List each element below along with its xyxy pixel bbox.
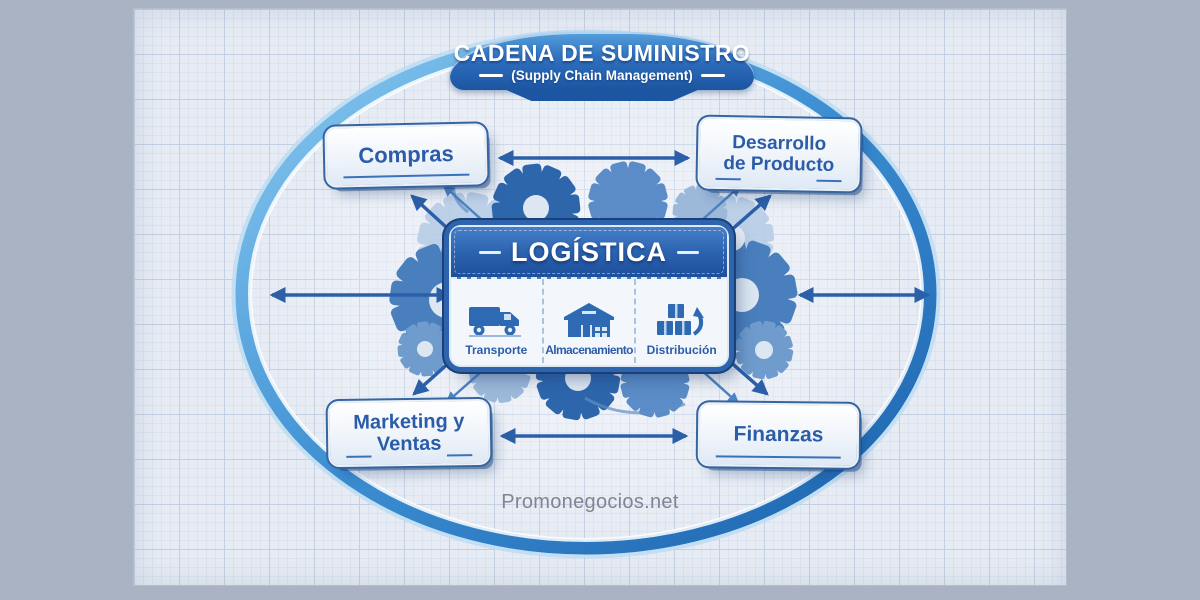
header-dash-left <box>479 250 501 254</box>
node-finanzas-label: Finanzas <box>733 422 824 447</box>
relationship-arrows <box>269 149 931 445</box>
node-marketing-label-line1: Marketing y <box>353 409 465 434</box>
diagram-title-banner: CADENA DE SUMINISTRO (Supply Chain Manag… <box>450 32 754 90</box>
logistics-title: LOGÍSTICA <box>511 236 667 267</box>
logistics-panel: LOGÍSTICA Transporte <box>451 227 727 365</box>
logistics-col-almacenamiento: Almacenamiento <box>541 279 635 363</box>
node-underline <box>346 454 473 458</box>
diagram-subtitle-row: (Supply Chain Management) <box>479 68 725 83</box>
node-desarrollo-label-line2: de Producto <box>723 153 835 176</box>
node-desarrollo-de-producto: Desarrollo de Producto <box>699 118 859 190</box>
node-desarrollo-label-line1: Desarrollo <box>732 131 827 155</box>
node-marketing-y-ventas: Marketing y Ventas <box>329 400 489 466</box>
subtitle-dash-right <box>700 74 725 78</box>
node-underline <box>715 177 842 183</box>
logistics-item-label: Almacenamiento <box>545 343 633 357</box>
truck-icon <box>469 307 522 337</box>
diagram-title: CADENA DE SUMINISTRO <box>453 39 751 66</box>
node-compras: Compras <box>326 125 486 186</box>
logistics-col-distribucion: Distribución <box>634 279 727 363</box>
logistics-col-transporte: Transporte <box>451 279 542 363</box>
node-finanzas: Finanzas <box>699 404 858 466</box>
logistics-header: LOGÍSTICA <box>451 227 727 279</box>
arrow-thin-top-right <box>690 184 742 231</box>
node-marketing-label-line2: Ventas <box>376 432 442 456</box>
header-dash-right <box>677 250 699 254</box>
warehouse-icon <box>564 303 614 337</box>
node-underline <box>715 455 842 459</box>
node-underline <box>343 173 470 179</box>
subtitle-dash-left <box>479 74 504 78</box>
logistics-body: Transporte Almacenami <box>451 279 727 363</box>
logistics-item-label: Transporte <box>465 343 528 357</box>
arrow-thin-bottom-right <box>687 357 740 405</box>
node-compras-label: Compras <box>358 141 454 169</box>
boxes-icon <box>656 304 704 336</box>
watermark-text: Promonegocios.net <box>501 491 679 513</box>
logistics-item-label: Distribución <box>646 343 717 357</box>
arrow-thin-top-left <box>442 184 494 231</box>
diagram-subtitle: (Supply Chain Management) <box>511 68 693 84</box>
